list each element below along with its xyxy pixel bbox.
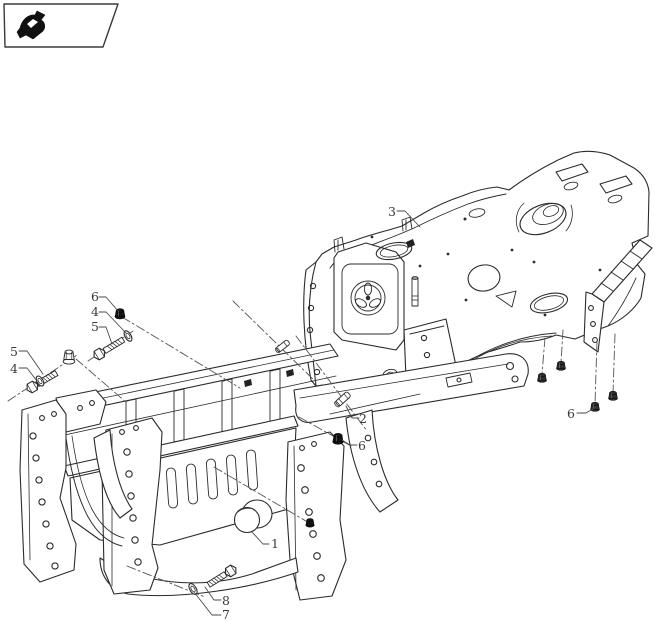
frame-left-plate [19,399,77,583]
frame-round-boss [233,499,273,534]
frame-arm [293,353,529,423]
part-callout-6-8[interactable]: 6 [567,405,575,421]
lower-frame-part-1 [19,343,529,601]
nut-6d-3 [590,401,600,412]
upper-casting-part-3 [303,150,653,397]
part-callout-4-5[interactable]: 4 [10,360,18,376]
nut-6d-4 [608,390,618,401]
bolt-8 [206,564,237,588]
part-callout-5-3[interactable]: 5 [91,318,99,334]
nut-small-d [305,518,315,528]
dowel-pin-2b [334,391,351,408]
bolt-5a [93,336,126,361]
part-callout-8-10[interactable]: 8 [222,592,230,608]
nut-6d-2 [556,360,566,371]
part-callout-6-7[interactable]: 6 [358,437,366,453]
washer-4b [35,375,45,387]
part-callout-6-1[interactable]: 6 [91,288,99,304]
parts-assembly-flag-icon [3,3,119,48]
leader-lines [18,210,597,616]
part-callout-2-6[interactable]: 2 [359,410,367,426]
fasteners [26,308,618,595]
nut-6c [332,433,344,445]
cylinder-bore [515,202,573,236]
part-callout-3-0[interactable]: 3 [388,203,396,219]
part-callout-7-11[interactable]: 7 [222,606,230,621]
part-callout-1-9[interactable]: 1 [271,535,279,551]
frame-mid-plate [101,417,163,595]
part-callout-4-2[interactable]: 4 [91,303,99,319]
part-callout-5-4[interactable]: 5 [10,343,18,359]
casting-mark-icon [350,280,386,316]
dowel-pin-2a [274,339,290,354]
nut-6d-1 [537,372,547,383]
casting-dots [370,235,602,317]
nut-6b [62,349,76,365]
nut-6a [114,308,126,320]
ladder-bracket [583,239,653,353]
